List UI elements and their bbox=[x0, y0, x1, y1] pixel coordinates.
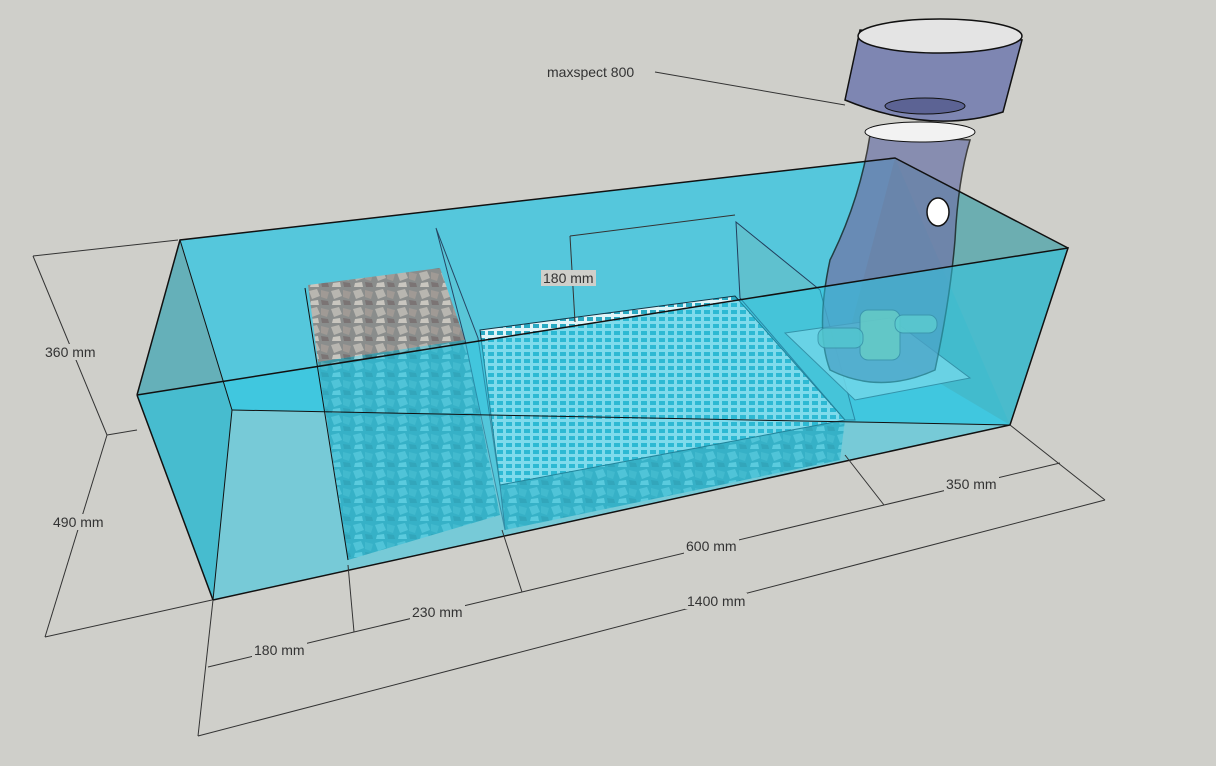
dim-skimmer-chamber: 350 mm bbox=[944, 476, 999, 492]
dim-grid-chamber: 600 mm bbox=[684, 538, 739, 554]
dim-rock-chamber-2: 230 mm bbox=[410, 604, 465, 620]
dim-height-upper: 360 mm bbox=[43, 344, 98, 360]
dim-rock-chamber-1: 180 mm bbox=[252, 642, 307, 658]
dimension-lines bbox=[32, 71, 1106, 737]
front-wall bbox=[137, 248, 1068, 600]
dim-depth: 490 mm bbox=[51, 514, 106, 530]
rock-media-top bbox=[308, 268, 465, 362]
skimmer-label: maxspect 800 bbox=[545, 64, 637, 80]
dim-grid-height: 180 mm bbox=[541, 270, 596, 286]
dim-total-length: 1400 mm bbox=[685, 593, 748, 609]
skimmer-port-icon bbox=[926, 197, 950, 227]
